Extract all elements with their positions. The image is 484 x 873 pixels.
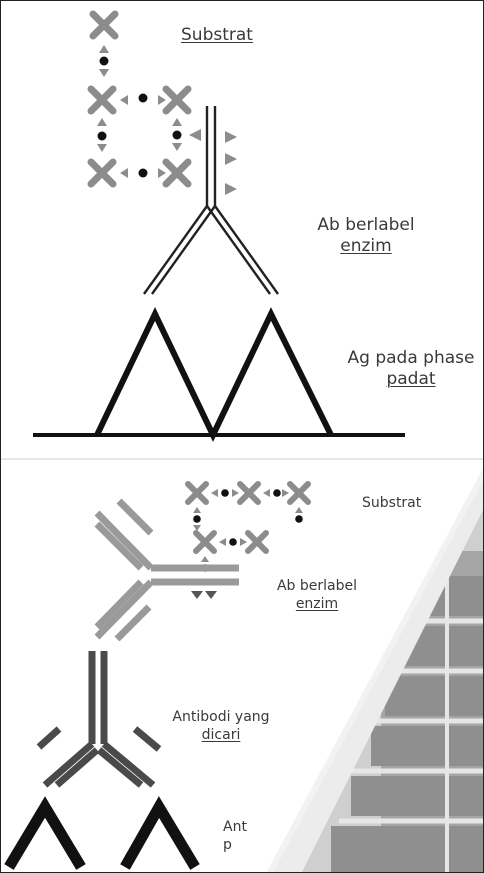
arrow-icon [99,69,109,77]
substrate-dot-icon [98,132,107,141]
arrow-icon [193,507,201,513]
substrate-cross-icon [93,14,115,36]
top-enzyme-antibody [144,106,278,294]
substrate-cross-icon [91,89,113,111]
substrate-dot-icon [229,538,237,546]
substrate-dot-icon [221,489,229,497]
substrate-dot-icon [193,515,201,523]
antigen-shape [9,807,81,867]
arrow-icon [158,168,166,178]
partial-antigen-label: Ant p [223,819,283,854]
arrow-icon [120,95,128,105]
partial-antigen-label-line1: Ant [223,819,283,837]
arrow-icon [225,131,237,143]
target-antibody-label-line2: dicari [161,727,281,745]
antigen-shape [97,314,331,435]
substrate-dot-icon [139,94,148,103]
target-antibody-label: Antibodi yang dicari [161,709,281,744]
arrow-icon [232,489,239,497]
bottom-substrate-label: Substrat [362,495,421,513]
bottom-enzyme-antibody-label: Ab berlabel enzim [269,578,365,613]
arrow-icon [120,168,128,178]
arrow-icon [172,118,182,126]
background-photo [261,461,484,873]
top-enzyme-antibody-label-line1: Ab berlabel [307,215,425,236]
substrate-dot-icon [139,169,148,178]
arrow-icon [158,95,166,105]
bottom-antigen-solid-phase [9,807,195,867]
arrow-icon [211,489,218,497]
arrow-icon [99,45,109,53]
arrow-icon [282,489,289,497]
arrow-icon [97,144,107,152]
substrate-cross-icon [166,162,188,184]
substrate-cross-icon [196,533,214,551]
substrate-cross-icon [91,162,113,184]
target-antibody [39,651,159,785]
top-enzyme-antibody-label: Ab berlabel enzim [307,215,425,258]
bottom-enzyme-antibody-label-line2: enzim [269,596,365,614]
bottom-enzyme-antibody [97,501,239,639]
substrate-dot-icon [273,489,281,497]
arrow-icon [225,183,237,195]
substrate-cross-icon [240,484,258,502]
antigen-shape [125,807,195,867]
bottom-enzyme-antibody-label-line1: Ab berlabel [269,578,365,596]
top-enzyme-antibody-label-line2: enzim [307,236,425,257]
substrate-cross-icon [290,484,308,502]
arrow-icon [193,525,201,531]
substrate-dot-icon [295,515,303,523]
arrow-icon [201,556,209,562]
arrow-icon [189,129,201,141]
arrow-icon [97,118,107,126]
partial-antigen-label-line2: p [223,837,283,855]
substrate-cross-icon [166,89,188,111]
substrate-cross-icon [248,533,266,551]
substrate-dot-icon [100,57,109,66]
arrow-icon [172,143,182,151]
arrow-icon [191,591,203,599]
arrow-icon [295,507,303,513]
substrate-cross-icon [188,484,206,502]
top-antigen-label-line2: padat [341,369,481,390]
top-substrate-label: Substrat [181,25,253,46]
arrow-icon [225,153,237,165]
top-antigen-label: Ag pada phase padat [341,348,481,391]
arrow-icon [263,489,270,497]
arrow-icon [205,591,217,599]
substrate-dot-icon [173,131,182,140]
arrow-icon [219,538,226,546]
target-antibody-label-line1: Antibodi yang [161,709,281,727]
top-antigen-label-line1: Ag pada phase [341,348,481,369]
arrow-icon [240,538,247,546]
